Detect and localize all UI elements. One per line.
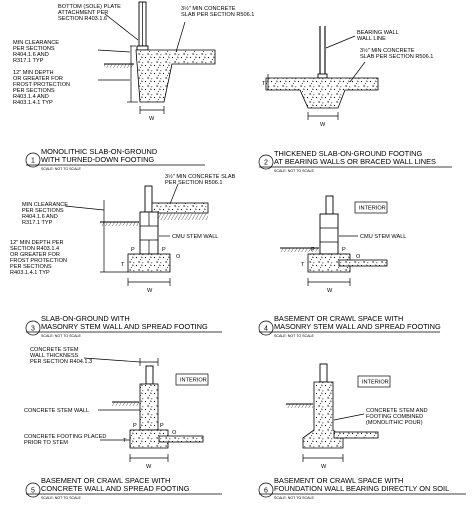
concrete-stem-wall	[139, 383, 159, 431]
detail-3-number: 3	[31, 326, 35, 333]
detail-5-dim-p-left: P	[133, 423, 137, 429]
detail-1-clearance-callout: MIN CLEARANCE PER SECTIONS R404.1.6 AND …	[13, 40, 61, 64]
detail-1-plate-callout: BOTTOM (SOLE) PLATE ATTACHMENT PER SECTI…	[58, 4, 122, 22]
detail-4-scale: SCALE: NOT TO SCALE	[274, 334, 315, 338]
detail-6-title: BASEMENT OR CRAWL SPACE WITH FOUNDATION …	[274, 476, 449, 493]
detail-5-scale: SCALE: NOT TO SCALE	[41, 496, 82, 500]
detail-4: INTERIOR CMU STEM WALL W P P T O 4 BASEM…	[258, 195, 441, 338]
detail-3-depth-callout: 12" MIN DEPTH PER SECTION R403.1.4 OR GR…	[10, 240, 69, 276]
detail-2-scale: SCALE: NOT TO SCALE	[274, 169, 315, 173]
detail-6-interior-box	[357, 375, 391, 388]
detail-3-number-bubble	[25, 320, 41, 336]
detail-1-slab-callout: 3½" MIN CONCRETE SLAB PER SECTION R506.1	[181, 5, 254, 18]
detail-4-dim-p-right: P	[342, 247, 346, 253]
detail-4-dim-t: T	[301, 262, 305, 268]
detail-3-dim-t: T	[121, 262, 125, 268]
detail-2-title: THICKENED SLAB-ON-GROUND FOOTING AT BEAR…	[274, 149, 436, 166]
detail-4-interior: INTERIOR	[359, 206, 386, 212]
detail-4-number: 4	[264, 326, 268, 333]
detail-1-depth-callout: 12" MIN DEPTH OR GREATER FOR FROST PROTE…	[13, 70, 72, 106]
detail-5-title: BASEMENT OR CRAWL SPACE WITH CONCRETE WA…	[41, 476, 190, 493]
detail-3: W P P T O 3½" MIN CONCRETE SLAB PER SECT…	[10, 173, 237, 338]
detail-3-dim-o: O	[176, 254, 181, 260]
detail-2-dim-w: W	[320, 122, 326, 128]
detail-4-dim-o: O	[356, 254, 361, 260]
detail-1: W BOTTOM (SOLE) PLATE ATTACHMENT PER SEC…	[13, 1, 254, 171]
detail-6-dim-w: W	[321, 464, 327, 470]
detail-2-wall-callout: BEARING WALL WALL LINE	[357, 30, 400, 42]
spread-footing	[127, 253, 171, 273]
detail-4-title: BASEMENT OR CRAWL SPACE WITH MASONRY STE…	[274, 314, 441, 331]
detail-1-title: MONOLITHIC SLAB-ON-GROUND WITH TURNED-DO…	[41, 147, 159, 164]
detail-5-dim-p-right: P	[160, 423, 164, 429]
detail-5-dim-o: O	[172, 430, 177, 436]
detail-4-number-bubble	[258, 320, 274, 336]
thickened-slab	[265, 77, 379, 109]
detail-6-combined-callout: CONCRETE STEM AND FOOTING COMBINED (MONO…	[366, 408, 429, 426]
monolithic-slab	[135, 49, 216, 103]
detail-4-interior-box	[354, 201, 388, 214]
detail-3-cmu-callout: CMU STEM WALL	[172, 234, 218, 240]
detail-2: W T BEARING WALL WALL LINE 3½" MIN CONCR…	[258, 26, 452, 173]
detail-3-slab-callout: 3½" MIN CONCRETE SLAB PER SECTION R506.1	[165, 173, 237, 186]
detail-5-number: 5	[31, 488, 35, 495]
detail-5-footing-callout: CONCRETE FOOTING PLACED PRIOR TO STEM	[24, 434, 108, 446]
monolithic-wall-footing	[302, 381, 344, 449]
detail-2-slab-callout: 3½" MIN CONCRETE SLAB PER SECTION R506.1	[360, 47, 433, 60]
detail-1-dim-w: W	[149, 116, 155, 122]
cmu-stem-wall	[319, 213, 339, 255]
detail-1-number-bubble	[25, 152, 41, 168]
detail-3-dim-p-left: P	[131, 247, 135, 253]
detail-2-dim-t: T	[262, 81, 266, 87]
detail-6-interior: INTERIOR	[362, 380, 389, 386]
stud-wall	[144, 185, 153, 213]
detail-5-thickness-callout: CONCRETE STEM WALL THICKNESS PER SECTION…	[30, 347, 92, 365]
detail-1-scale: SCALE: NOT TO SCALE	[41, 167, 82, 171]
slab	[151, 202, 209, 214]
sole-plate	[136, 45, 149, 51]
detail-6-number-bubble	[258, 482, 274, 498]
detail-5: INTERIOR W P P T O CONCRETE STEM WALL TH…	[24, 347, 222, 500]
detail-2-number-bubble	[258, 154, 274, 170]
detail-5-number-bubble	[25, 482, 41, 498]
detail-6: INTERIOR CONCRETE STEM AND FOOTING COMBI…	[258, 363, 466, 500]
detail-6-scale: SCALE: NOT TO SCALE	[274, 496, 315, 500]
detail-4-dim-w: W	[327, 288, 333, 294]
detail-5-stem-callout: CONCRETE STEM WALL	[24, 408, 89, 414]
detail-3-scale: SCALE: NOT TO SCALE	[41, 334, 82, 338]
detail-4-cmu-callout: CMU STEM WALL	[360, 234, 406, 240]
detail-3-dim-w: W	[147, 288, 153, 294]
detail-3-title: SLAB-ON-GROUND WITH MASONRY STEM WALL AN…	[41, 314, 208, 331]
detail-3-dim-p-right: P	[162, 247, 166, 253]
detail-1-number: 1	[31, 158, 35, 165]
detail-5-interior-box	[175, 373, 209, 386]
detail-5-dim-w: W	[146, 464, 152, 470]
detail-5-interior: INTERIOR	[180, 378, 207, 384]
detail-3-clearance-callout: MIN CLEARANCE PER SECTIONS R404.1.6 AND …	[22, 202, 70, 226]
detail-2-number: 2	[264, 160, 268, 167]
detail-4-dim-p-left: P	[311, 247, 315, 253]
detail-6-number: 6	[264, 488, 268, 495]
detail-5-dim-t: T	[123, 438, 127, 444]
